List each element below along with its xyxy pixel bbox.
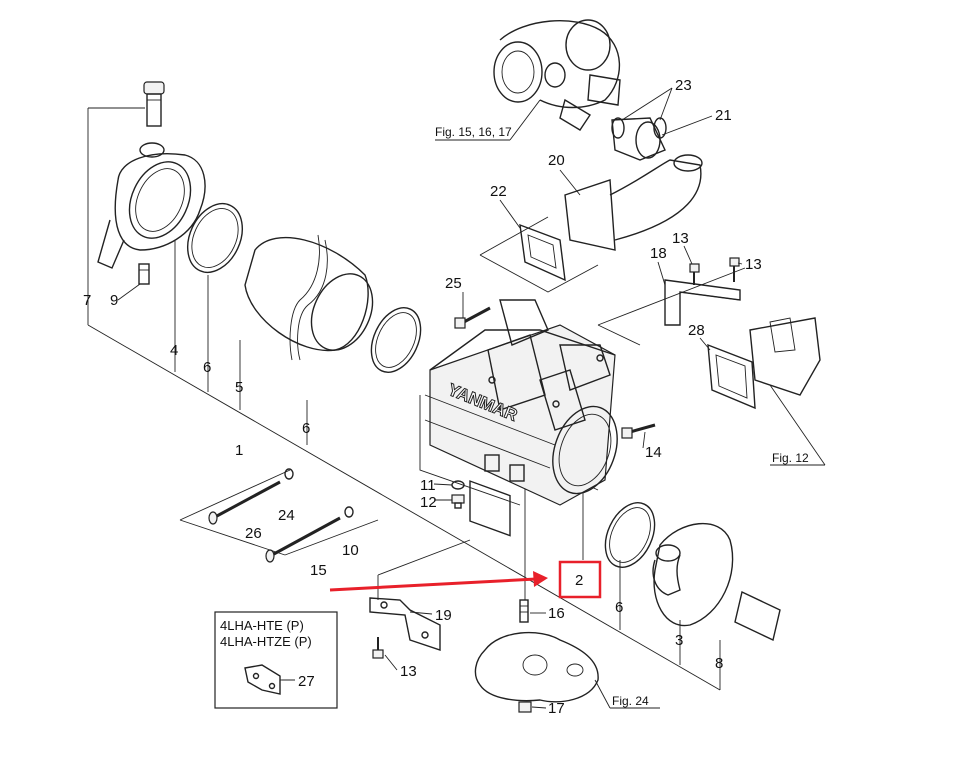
bolt-part-25	[454, 306, 491, 329]
label-19: 19	[435, 607, 452, 624]
label-17: 17	[548, 700, 565, 717]
fig-ref-turbo: Fig. 15, 16, 17	[435, 125, 512, 139]
gasket-part-28	[707, 343, 756, 410]
o-ring-part-6-right	[604, 502, 656, 568]
inset-model-line-1: 4LHA-HTE (P)	[220, 618, 304, 633]
exhaust-manifold-part-2: YANMAR	[424, 299, 618, 537]
label-6a: 6	[203, 359, 211, 376]
label-21: 21	[715, 107, 732, 124]
bolt-part-13-upper-left	[689, 263, 700, 285]
part-labels: 1 2 3 4 5 6 6 6 7 8 9 10 11 12 13 13 13 …	[83, 77, 762, 717]
plug-part-12	[451, 494, 465, 509]
label-7: 7	[83, 292, 91, 309]
model-inset-box: 4LHA-HTE (P) 4LHA-HTZE (P)	[214, 611, 338, 709]
label-15: 15	[310, 562, 327, 579]
fig-ref-intake: Fig. 12	[772, 451, 809, 465]
label-28: 28	[688, 322, 705, 339]
label-14: 14	[645, 444, 662, 461]
cover-part-3	[652, 523, 734, 627]
end-cover-part-4	[97, 142, 206, 285]
label-6c: 6	[615, 599, 623, 616]
label-12: 12	[420, 494, 437, 511]
bolt-part-13-upper-right	[729, 257, 740, 282]
label-4: 4	[170, 342, 178, 359]
long-bolt-part-15	[265, 516, 341, 563]
label-18: 18	[650, 245, 667, 262]
clamps-part-23	[611, 117, 667, 139]
turbocharger-reference	[493, 19, 621, 131]
label-23: 23	[675, 77, 692, 94]
label-22: 22	[490, 183, 507, 200]
bracket-part-18	[664, 279, 741, 326]
label-6b: 6	[302, 420, 310, 437]
heat-exchanger-core-part-5	[244, 234, 374, 361]
bolt-part-13-lower	[372, 637, 384, 659]
label-5: 5	[235, 379, 243, 396]
label-9: 9	[110, 292, 118, 309]
label-13c: 13	[400, 663, 417, 680]
stud-part-16	[519, 599, 529, 623]
label-11: 11	[420, 477, 436, 494]
label-8: 8	[715, 655, 723, 672]
bolt-part-14	[621, 423, 656, 439]
label-2: 2	[575, 572, 583, 589]
nut-part-17	[518, 701, 532, 713]
elbow-part-21	[611, 117, 666, 161]
label-26: 26	[245, 525, 262, 542]
bracket-part-19	[369, 597, 441, 651]
inset-model-line-2: 4LHA-HTZE (P)	[220, 634, 312, 649]
filler-cap-part-7	[143, 81, 165, 127]
gasket-part-8	[734, 590, 781, 642]
intake-manifold-reference	[749, 317, 821, 396]
washer-part-24	[284, 468, 294, 480]
label-27: 27	[298, 673, 315, 690]
gasket-part-22	[519, 223, 566, 282]
o-ring-part-6-middle	[370, 307, 422, 373]
label-24: 24	[278, 507, 295, 524]
label-10: 10	[342, 542, 359, 559]
highlight-box-part-2	[558, 560, 602, 599]
washer-part-10	[344, 506, 354, 518]
bracket-part-27	[244, 664, 281, 695]
label-16: 16	[548, 605, 565, 622]
label-3: 3	[675, 632, 683, 649]
label-1: 1	[235, 442, 243, 459]
label-pointers	[117, 87, 743, 709]
fig-ref-pump: Fig. 24	[612, 694, 649, 708]
o-ring-part-6-left	[187, 203, 243, 273]
label-13b: 13	[745, 256, 762, 273]
water-pump-reference	[474, 631, 599, 703]
label-13a: 13	[672, 230, 689, 247]
label-20: 20	[548, 152, 565, 169]
highlight-annotation	[329, 560, 602, 599]
long-bolt-part-26	[208, 480, 281, 525]
exhaust-pipe-part-20	[564, 154, 703, 251]
label-25: 25	[445, 275, 462, 292]
